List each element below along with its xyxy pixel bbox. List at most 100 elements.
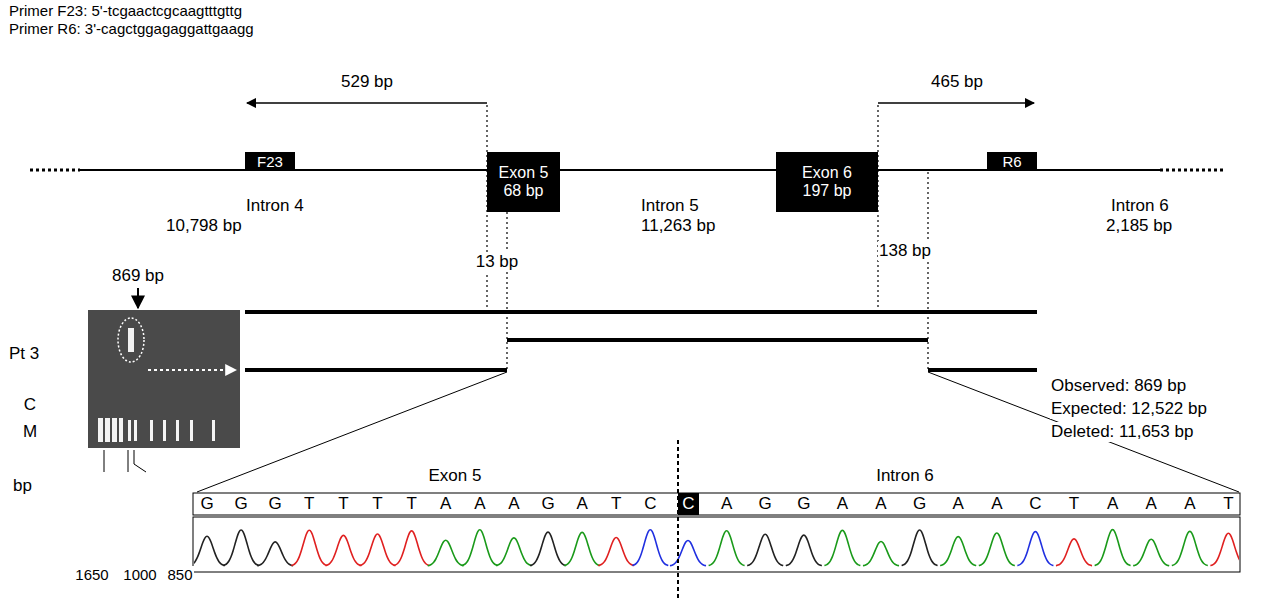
base-letter: A xyxy=(952,494,965,514)
ladder-band xyxy=(105,418,110,442)
base-letter: G xyxy=(199,494,214,514)
distance-label: 13 bp xyxy=(475,252,520,272)
base-letter: C xyxy=(1028,494,1042,514)
gel-image xyxy=(88,310,240,448)
intron-length: 10,798 bp xyxy=(165,216,243,236)
exon-box: Exon 5 68 bp xyxy=(487,152,560,212)
ladder-band xyxy=(212,420,215,441)
trace-peak xyxy=(709,531,745,566)
trace-peak xyxy=(979,533,1015,566)
ladder-size: 1650 xyxy=(74,566,109,583)
primer-sequence: Primer R6: 3'-cagctggagaggattgaagg xyxy=(8,20,255,37)
deleted-region-bar xyxy=(507,338,928,342)
exon-box: Exon 6 197 bp xyxy=(776,152,878,212)
ladder-band xyxy=(134,420,137,441)
trace-peak xyxy=(863,542,899,566)
ladder-band xyxy=(150,420,153,441)
node-text: C xyxy=(682,494,694,514)
base-letter: T xyxy=(337,494,349,514)
trace-peak xyxy=(940,537,976,566)
ladder-size: 850 xyxy=(166,566,193,583)
size-note: Observed: 869 bp xyxy=(1050,376,1187,396)
trace-peak xyxy=(786,535,822,566)
trace-peak xyxy=(1095,530,1131,566)
guide-line xyxy=(506,212,507,372)
band-highlight xyxy=(118,318,144,362)
base-letter: T xyxy=(610,494,622,514)
node-text: Exon 5 68 bp xyxy=(494,164,554,201)
trace-peak xyxy=(257,542,293,566)
base-letter: A xyxy=(507,494,520,514)
base-letter: A xyxy=(1145,494,1158,514)
node-text: F23 xyxy=(257,153,283,170)
breakpoint-line xyxy=(677,517,679,572)
trace-peak xyxy=(325,535,361,565)
trace-peak xyxy=(1210,533,1239,565)
region-label: Intron 6 xyxy=(875,466,935,486)
base-letter: T xyxy=(1222,494,1234,514)
base-letter: A xyxy=(874,494,887,514)
lane-label: M xyxy=(22,422,38,442)
band-size: 869 bp xyxy=(111,266,165,286)
intron-length: 2,185 bp xyxy=(1105,216,1173,236)
genomic-line-dotted xyxy=(1160,169,1225,172)
zoom-line xyxy=(928,372,1239,492)
ladder-tick xyxy=(134,450,146,472)
base-letter: A xyxy=(836,494,849,514)
highlighted-base: C xyxy=(678,493,698,515)
ladder-band xyxy=(98,418,103,442)
trace-peak xyxy=(360,534,396,566)
chromatogram xyxy=(194,530,1239,566)
gel-band xyxy=(128,328,134,352)
ladder-band xyxy=(112,418,117,442)
expected-amplicon-bar xyxy=(245,310,1037,314)
base-letter: T xyxy=(303,494,315,514)
base-letter: G xyxy=(758,494,773,514)
base-letter: T xyxy=(371,494,383,514)
base-letter: T xyxy=(1068,494,1080,514)
band-arrow xyxy=(148,369,236,371)
trace-peak xyxy=(291,530,327,565)
sequence-row xyxy=(193,493,1240,515)
trace-peak xyxy=(1017,532,1053,566)
base-letter: G xyxy=(268,494,283,514)
distance-label: 138 bp xyxy=(878,241,932,261)
node-text: R6 xyxy=(1002,153,1021,170)
intron-name: Intron 6 xyxy=(1110,196,1170,216)
ladder-tick xyxy=(128,450,129,472)
node-text: Exon 6 197 bp xyxy=(797,164,857,201)
lane-label: C xyxy=(23,395,37,415)
ladder-band xyxy=(176,420,179,441)
unit-label: bp xyxy=(12,476,33,496)
trace-peak xyxy=(1172,531,1208,565)
size-note: Deleted: 11,653 bp xyxy=(1050,422,1194,442)
ladder-tick xyxy=(104,450,105,472)
trace-peak xyxy=(530,532,566,565)
ladder-band xyxy=(128,420,131,441)
region-label: Exon 5 xyxy=(428,466,483,486)
base-letter: G xyxy=(912,494,927,514)
ladder-bands xyxy=(98,418,215,442)
base-letter: G xyxy=(540,494,555,514)
size-note: Expected: 12,522 bp xyxy=(1050,399,1208,419)
trace-peak xyxy=(670,541,706,566)
primer-box: R6 xyxy=(987,152,1037,171)
trace-peak xyxy=(598,538,634,566)
base-letter: G xyxy=(233,494,248,514)
trace-peak xyxy=(632,530,668,566)
observed-amplicon-bar xyxy=(928,368,1037,372)
primer-sequence: Primer F23: 5'-tcgaactcgcaagtttgttg xyxy=(8,2,243,19)
trace-peak xyxy=(428,540,464,566)
breakpoint-line xyxy=(677,440,679,599)
distance-arrow xyxy=(878,102,1034,104)
chromatogram-frame xyxy=(193,517,1240,572)
base-letter: G xyxy=(796,494,811,514)
trace-peak xyxy=(223,530,259,566)
trace-peak xyxy=(902,530,938,566)
distance-label: 529 bp xyxy=(340,72,394,92)
base-letter: A xyxy=(575,494,588,514)
trace-peak xyxy=(1133,539,1169,566)
ladder-band xyxy=(190,420,193,441)
